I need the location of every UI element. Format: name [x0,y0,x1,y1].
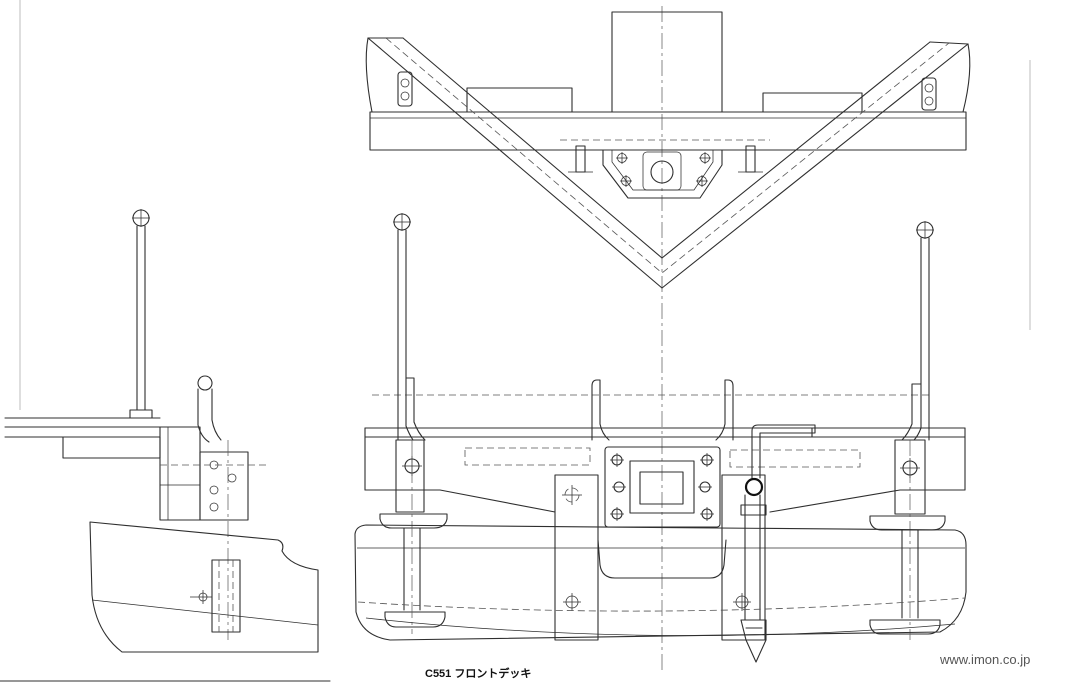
right-handrail-top-cross [916,221,934,239]
side-pilot-slant-line [91,599,319,626]
v-beam-inner-edge [402,37,931,259]
left-slot-bolt-lower [400,91,410,101]
right-step-posts [901,529,919,619]
left-slot-bolt-upper [400,78,410,88]
frame-outline [369,111,967,151]
cut-lever-pipe [751,424,816,479]
cut-lever-rods [744,494,761,621]
bracket-bolt-crosses [616,152,711,187]
beam-hidden-left [464,447,591,466]
left-step-upper [379,513,448,529]
side-block-bolt-3 [209,502,219,512]
left-coupler-bracket [554,474,599,641]
side-deck-lines [4,417,161,438]
right-bracket-cross [733,593,751,611]
side-pilot-bar-hidden [218,560,234,632]
pilot-outline [354,524,967,641]
left-grab-sleeve [405,377,426,441]
front-view [354,213,967,663]
right-coupler-bracket [721,474,766,641]
side-hook-eye [197,375,213,391]
right-handrail-rod [920,237,930,441]
side-hook-arm [197,388,222,443]
side-block-bolt-2 [209,485,219,495]
left-stanchion [395,439,425,513]
left-cylinder-block [466,87,573,113]
right-cylinder-block [762,92,863,113]
coupler-knuckle [740,619,767,663]
v-beam-center-dash [385,37,950,274]
left-step-posts [403,527,421,611]
v-beam-right-end [929,41,969,45]
side-handrail-top-cross [132,209,150,227]
right-slot-bolt-lower [924,96,934,106]
deck-left-end-curve [365,37,373,113]
cut-lever-ring [744,477,764,497]
side-beam-bracket-inner [160,427,200,520]
v-beam-outer-edge [367,37,969,289]
left-center-hook [591,379,610,441]
buffer-beam-bottom [364,489,966,513]
coupler-pocket-inner [639,471,684,505]
center-pin-circle [650,160,674,184]
side-pilot-pin-line [190,590,212,604]
drawing-caption: C551 フロントデッキ [425,666,531,680]
left-slot-plate [397,71,413,107]
right-step-lower [869,619,941,635]
pilot-hidden-curve [357,597,966,612]
center-bracket-outline [602,149,723,199]
pilot-lower-curve [365,617,956,637]
left-handrail-top-cross [393,213,411,231]
right-slot-bolt-upper [924,83,934,93]
left-bracket-crosses [562,485,582,611]
deck-right-end-curve [962,43,971,113]
left-handrail-rod [397,229,407,441]
center-bracket-boss [642,151,682,191]
watermark-url: www.imon.co.jp [939,652,1030,667]
side-coupler-block [199,451,249,521]
right-slot-plate [921,77,937,111]
side-view [4,209,319,653]
cut-lever-clamp [740,504,767,516]
coupler-pocket-outer [629,460,695,514]
plan-view [365,11,971,289]
beam-hidden-right [729,449,861,468]
left-step-lower [384,611,446,628]
coupler-bolt-crosses [610,453,714,521]
pilot-center-recess [597,539,727,579]
side-pilot-outline [89,521,319,653]
right-center-hook [715,379,734,441]
side-pilot-bar [211,559,241,633]
side-handrail-rod [136,225,146,411]
